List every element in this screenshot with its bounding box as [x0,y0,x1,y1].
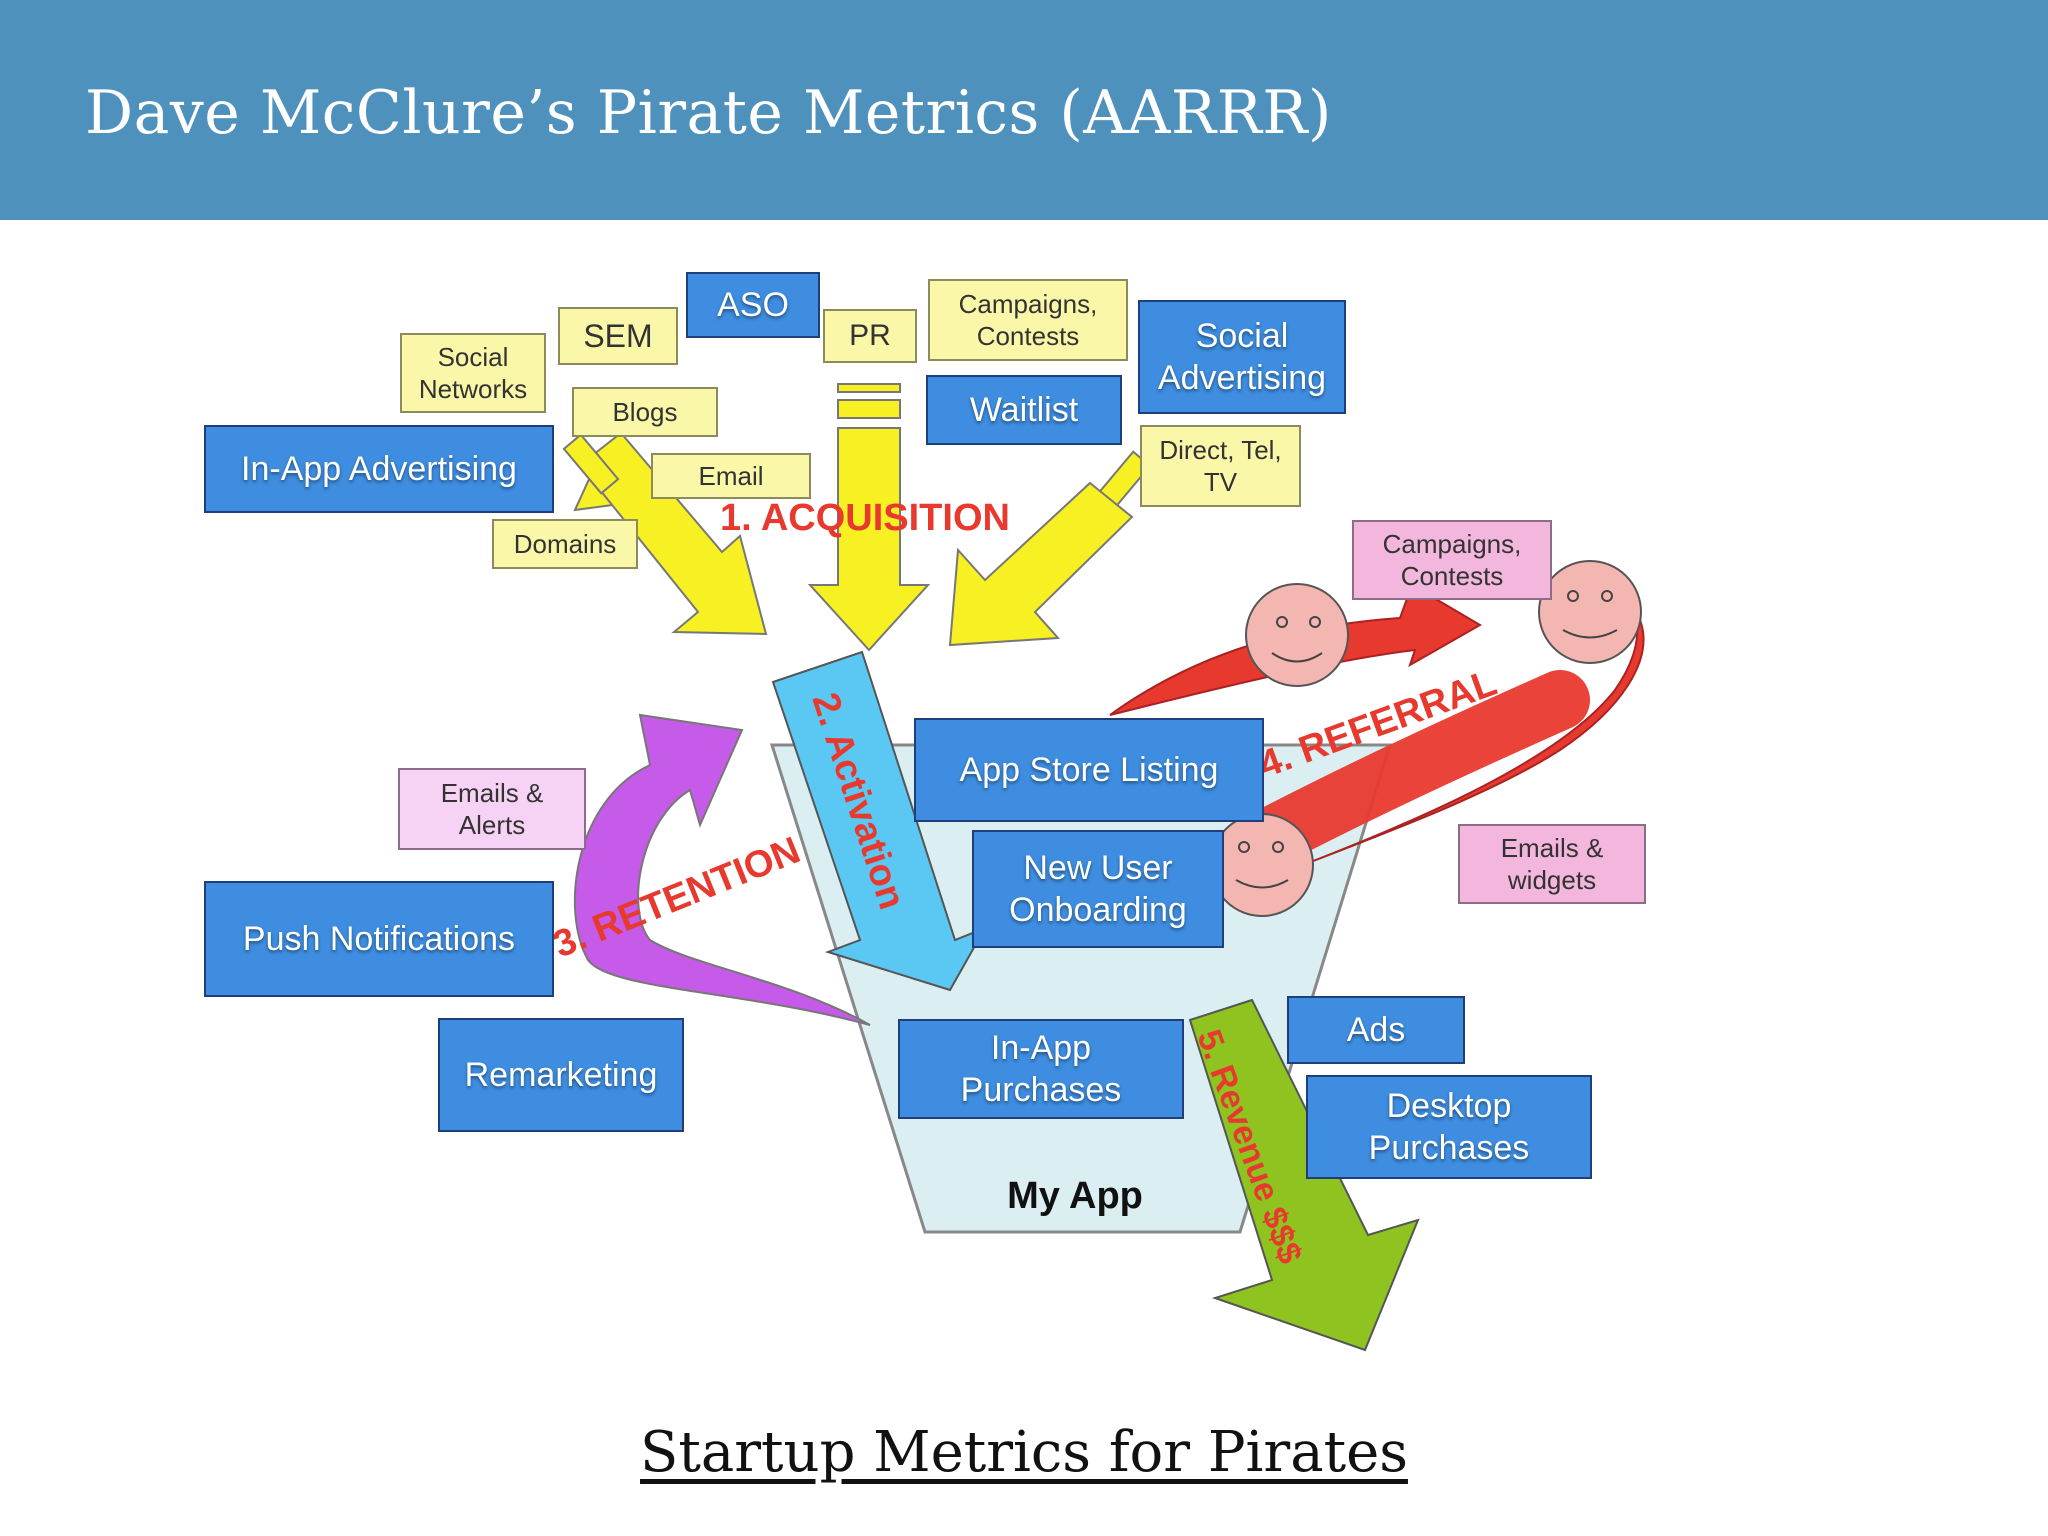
tag-desktop-purchases: Desktop Purchases [1306,1075,1592,1179]
tag-emails-alerts: Emails & Alerts [398,768,586,850]
tag-sem: SEM [558,307,678,365]
tag-social-advertising: Social Advertising [1138,300,1346,414]
tag-app-store-listing: App Store Listing [914,718,1264,822]
tag-campaigns-contests: Campaigns, Contests [928,279,1128,361]
page-title: Dave McClure’s Pirate Metrics (AARRR) [85,78,1332,148]
title-banner: Dave McClure’s Pirate Metrics (AARRR) [0,0,2048,220]
tag-email: Email [651,453,811,499]
tag-in-app-purchases: In-App Purchases [898,1019,1184,1119]
tag-waitlist: Waitlist [926,375,1122,445]
app-label: My App [1007,1175,1143,1217]
pirate-metrics-diagram: 1. ACQUISITION 2. Activation 3. RETENTIO… [0,220,2048,1420]
tag-aso: ASO [686,272,820,338]
tag-social-networks: Social Networks [400,333,546,413]
tag-emails-widgets: Emails & widgets [1458,824,1646,904]
acquisition-arrow-center [807,383,931,652]
acquisition-stage-label: 1. ACQUISITION [720,497,1010,539]
referral-face-left [1245,583,1349,687]
activation-arrow [771,650,988,992]
tag-direct-tel-tv: Direct, Tel, TV [1140,425,1301,507]
retention-arrow [573,713,871,1026]
referral-face-right [1538,560,1642,664]
tag-ads: Ads [1287,996,1465,1064]
acquisition-arrow-right [948,450,1152,647]
referral-face-bottom [1210,813,1314,917]
tag-in-app-advertising: In-App Advertising [204,425,554,513]
tag-domains: Domains [492,519,638,569]
tag-blogs: Blogs [572,387,718,437]
tag-remarketing: Remarketing [438,1018,684,1132]
revenue-arrow [1188,998,1420,1352]
tag-new-user-onboarding: New User Onboarding [972,830,1224,948]
footer-caption: Startup Metrics for Pirates [0,1420,2048,1485]
acquisition-arrow-left [562,431,768,636]
caption-text: Startup Metrics for Pirates [640,1420,1408,1485]
tag-pr: PR [823,309,917,363]
tag-push-notifications: Push Notifications [204,881,554,997]
tag-referral-campaigns: Campaigns, Contests [1352,520,1552,600]
